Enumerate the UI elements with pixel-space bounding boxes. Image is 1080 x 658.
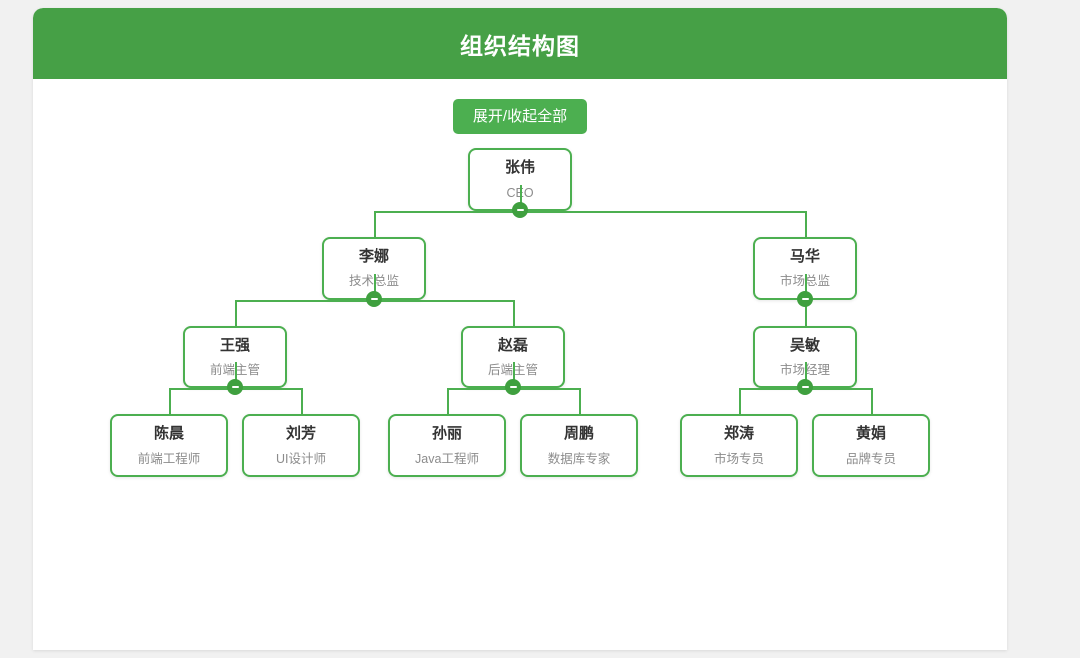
minus-icon [231,386,239,389]
tree-node: 赵磊后端主管孙丽 Java工程师 周鹏数据库专家 [374,299,652,477]
node-children: 吴敏市场经理郑涛市场专员黄娟品牌专员 [666,273,944,477]
node-title: 前端主管 [209,363,260,377]
page-title: 组织结构图 [460,32,580,59]
org-node[interactable]: 陈晨前端工程师 [110,414,228,477]
node-children: 陈晨前端工程师 刘芳 UI设计师 [103,362,367,477]
minus-icon [801,297,809,300]
node-name: 张伟 [504,159,535,176]
node-title: 市场专员 [713,451,764,466]
node-name: 陈晨 [153,425,184,443]
node-title: 品牌专员 [845,451,896,466]
node-collapse-toggle[interactable] [505,379,521,396]
card-header: 组织结构图 [33,8,1007,79]
tree-node: 刘芳 UI设计师 [235,388,367,477]
node-collapse-toggle[interactable] [797,290,813,307]
watermark-text: 公众号 · 技术小丁 [803,647,1007,650]
node-collapse-toggle[interactable] [797,379,813,396]
tree-node: 王强前端主管陈晨前端工程师 刘芳 UI设计师 [96,299,374,477]
node-title: 市场总监 [779,274,830,289]
node-name: 马华 [789,247,820,265]
node-title: 后端主管 [487,363,538,377]
org-node[interactable]: 黄娟品牌专员 [812,414,930,477]
node-title: UI设计师 [275,451,326,466]
org-node[interactable]: 吴敏市场经理 [753,325,857,396]
tree-level-2: 吴敏市场经理郑涛市场专员黄娟品牌专员 [666,273,944,477]
org-node[interactable]: 周鹏数据库专家 [520,414,638,477]
node-title: 数据库专家 [547,451,611,466]
tree-node: 吴敏市场经理郑涛市场专员黄娟品牌专员 [666,299,944,477]
node-children: 王强前端主管陈晨前端工程师 刘芳 UI设计师 赵磊后端主管孙丽 Java工程师 周鹏数据库… [96,273,652,477]
tree-node: 陈晨前端工程师 [103,388,235,477]
tree-node: 郑涛市场专员 [673,388,805,477]
node-name: 周鹏 [563,425,594,443]
node-title: 前端工程师 [137,451,201,466]
node-name: 李娜 [358,247,389,265]
org-node[interactable]: 王强前端主管 [183,325,287,396]
org-node[interactable]: 郑涛市场专员 [680,414,798,477]
node-name: 吴敏 [789,336,820,354]
org-node[interactable]: 赵磊后端主管 [461,325,565,396]
node-name: 黄娟 [855,425,886,443]
org-node[interactable]: 李娜技术总监 [322,236,426,307]
node-collapse-toggle[interactable] [227,379,243,396]
node-children: 孙丽 Java工程师 周鹏数据库专家 [381,362,645,477]
node-collapse-toggle[interactable] [366,290,382,307]
node-title: 市场经理 [779,363,830,377]
node-collapse-toggle[interactable] [512,201,528,218]
minus-icon [370,297,378,300]
minus-icon [509,386,517,389]
node-name: 刘芳 [285,425,316,443]
tree-level-3: 郑涛市场专员黄娟品牌专员 [673,362,937,477]
watermark: 公众号 · 技术小丁 [751,647,1007,650]
node-name: 王强 [219,336,250,354]
node-children: 郑涛市场专员黄娟品牌专员 [673,362,937,477]
minus-icon [516,208,524,211]
node-title: 技术总监 [348,274,399,289]
tree-node: 孙丽 Java工程师 [381,388,513,477]
tree-node: 马华市场总监吴敏市场经理郑涛市场专员黄娟品牌专员 [659,210,951,477]
tree-node: 黄娟品牌专员 [805,388,937,477]
tree-level-2: 王强前端主管陈晨前端工程师 刘芳 UI设计师 赵磊后端主管孙丽 Java工程师 周鹏数据库… [96,273,652,477]
org-node[interactable]: 孙丽 Java工程师 [388,414,506,477]
minus-icon [801,386,809,389]
tree-level-3: 陈晨前端工程师 刘芳 UI设计师 [103,362,367,477]
tree-node: 周鹏数据库专家 [513,388,645,477]
node-title: Java工程师 [415,451,479,466]
org-node[interactable]: 刘芳 UI设计师 [242,414,360,477]
toggle-all-button[interactable]: 展开/收起全部 [452,99,588,134]
org-node[interactable]: 马华市场总监 [753,236,857,307]
node-name: 赵磊 [497,336,528,354]
wechat-logo-icon [751,650,791,651]
node-name: 孙丽 [431,425,462,443]
tree-level-3: 孙丽 Java工程师 周鹏数据库专家 [381,362,645,477]
node-name: 郑涛 [723,425,754,443]
toolbar: 展开/收起全部 [33,99,1007,134]
